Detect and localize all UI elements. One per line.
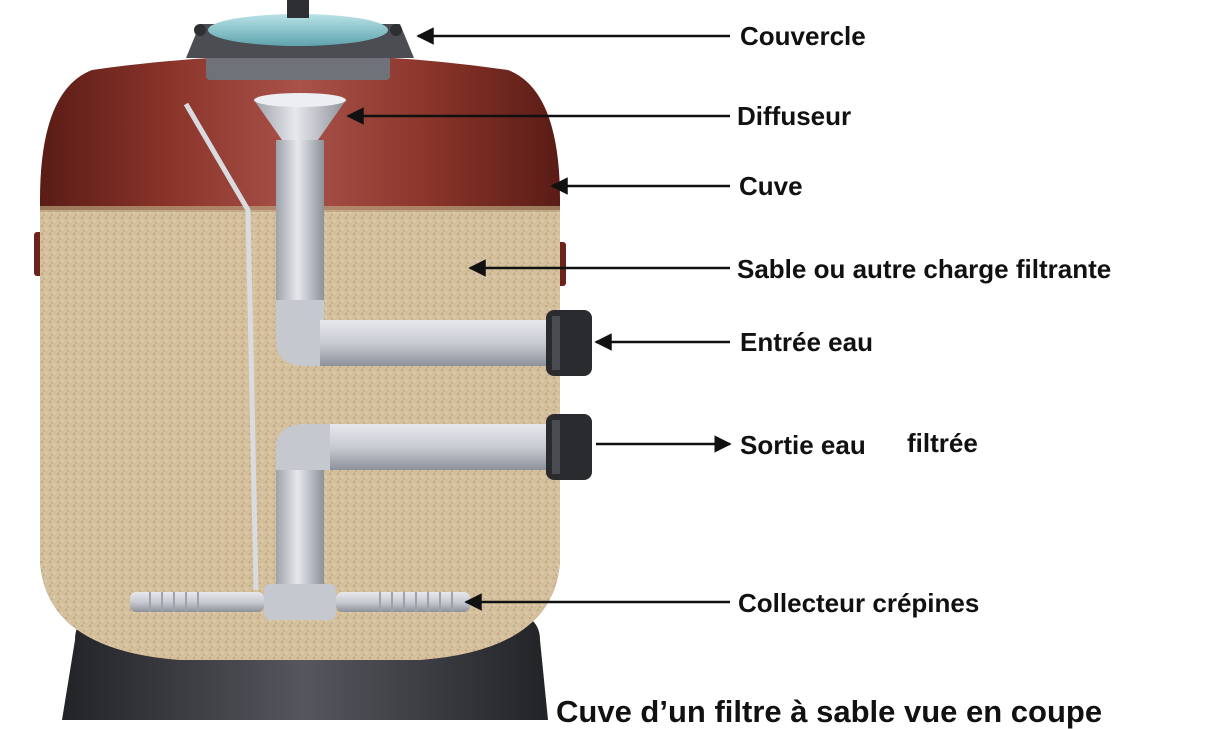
inlet-pipe-horizontal — [320, 320, 550, 366]
label-entree-eau: Entrée eau — [740, 327, 873, 357]
outlet-pipe-vertical — [276, 470, 324, 590]
air-tube — [183, 102, 259, 591]
outlet-pipe-horizontal — [300, 424, 550, 470]
label-cuve: Cuve — [739, 171, 803, 201]
outlet-pipe-elbow — [276, 424, 330, 480]
label-collecteur: Collecteur crépines — [738, 588, 980, 618]
lid-handle — [287, 0, 309, 18]
label-sable: Sable ou autre charge filtrante — [737, 254, 1112, 284]
label-diffuseur: Diffuseur — [737, 101, 852, 131]
inlet-pipe-vertical — [276, 140, 324, 330]
strainer-laterals — [130, 592, 470, 612]
figure-caption: Cuve d’un filtre à sable vue en coupe — [556, 694, 1103, 729]
label-couvercle: Couvercle — [740, 21, 866, 51]
diffuser-head — [254, 100, 346, 140]
lid-dome — [208, 14, 388, 46]
label-filtree: filtrée — [907, 428, 978, 458]
label-sortie-eau: Sortie eau — [740, 430, 866, 460]
collector-hub — [264, 584, 336, 620]
